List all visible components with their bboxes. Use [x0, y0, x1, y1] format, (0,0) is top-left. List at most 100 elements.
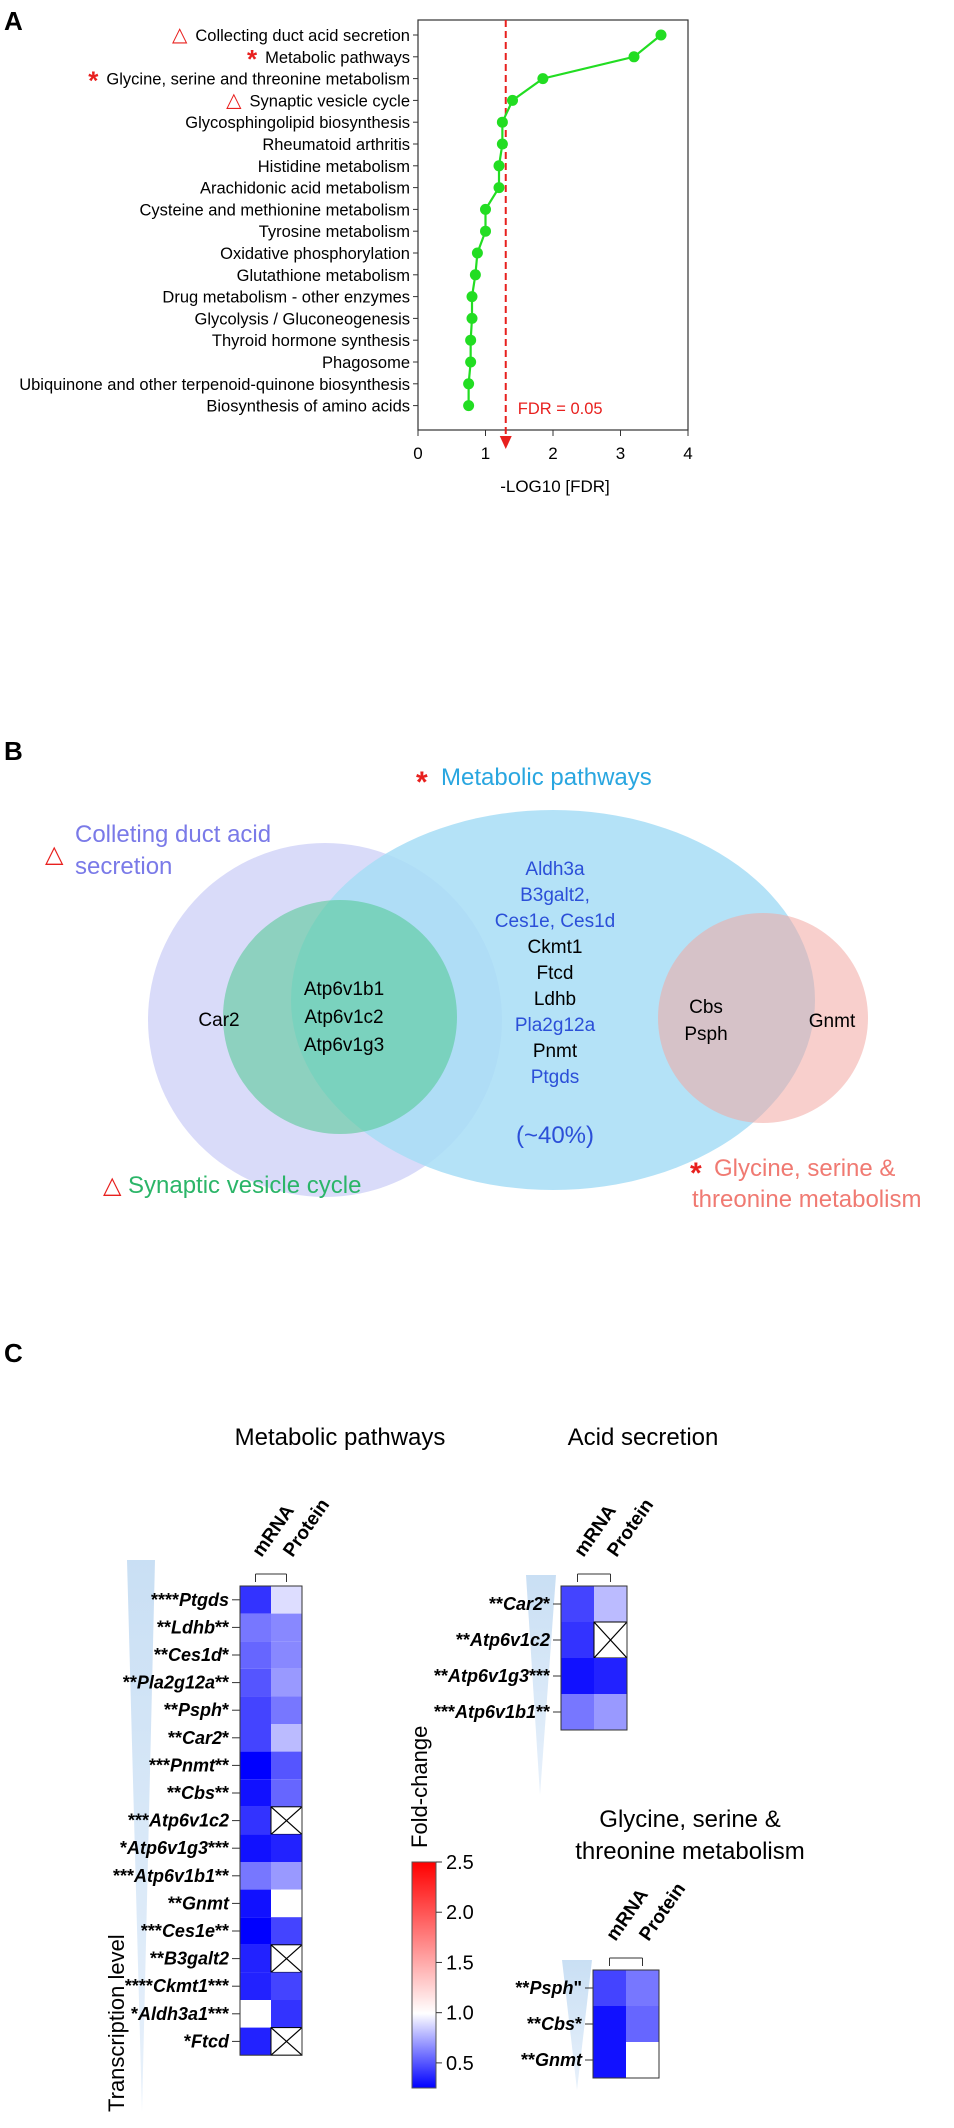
heatmap-acid: Acid secretionmRNAProtein**Car2***Atp6v1… [434, 1424, 719, 1731]
x-tick-label: 1 [481, 444, 490, 463]
heatmap-cell [240, 1668, 271, 1697]
heatmap-cell [240, 1696, 271, 1724]
data-point [507, 94, 518, 106]
heatmap-cell [271, 1668, 302, 1697]
data-point [493, 160, 505, 172]
row-label: **Atp6v1g3*** [434, 1666, 550, 1686]
row-label: **B3galt2 [150, 1949, 229, 1969]
heatmap-cell [593, 2006, 626, 2042]
category-label: Histidine metabolism [258, 158, 410, 176]
heatmap-cell [271, 1641, 302, 1669]
transcription-wedge [127, 1560, 155, 2112]
missing-cross [270, 2027, 303, 2056]
plot-frame [417, 19, 689, 431]
metabolic-gene-label: Pla2g12a [515, 1015, 596, 1036]
row-label: **Psph" [515, 1978, 582, 1998]
category-label: Synaptic vesicle cycle [250, 92, 410, 110]
heatmap-cell [240, 1613, 271, 1642]
data-point [496, 116, 508, 128]
heatmap-cell [271, 1751, 302, 1780]
colorbar-tick-label: 2.5 [446, 1852, 474, 1874]
atp-gene-label: Atp6v1g3 [304, 1035, 384, 1056]
atp-gene-label: Atp6v1b1 [304, 979, 384, 1000]
heatmap-cell [626, 2042, 659, 2078]
data-point [465, 356, 477, 368]
heatmap-cell [240, 1917, 271, 1945]
metabolic-gene-label: Ldhb [534, 989, 576, 1010]
row-label: ***Atp6v1b1** [113, 1866, 229, 1886]
category-label: Thyroid hormone synthesis [212, 332, 410, 350]
data-point [496, 138, 508, 150]
x-axis-label: -LOG10 [FDR] [500, 477, 610, 496]
heatmap-cell [271, 1862, 302, 1890]
heatmap-cell [240, 1972, 271, 2000]
synaptic-triangle-icon: △ [103, 1172, 122, 1199]
series-line [467, 34, 662, 406]
heatmap-cell [271, 1696, 302, 1724]
heatmap-cell [240, 1779, 271, 1807]
heatmap-cell [271, 1972, 302, 2000]
column-header: Protein [603, 1495, 658, 1561]
metabolic-gene-label: B3galt2, [520, 885, 590, 906]
venn-title-glycine: Glycine, serine & threonine metabolism [692, 1155, 921, 1213]
category-label: Arachidonic acid metabolism [200, 180, 410, 198]
data-point [463, 378, 475, 390]
data-point [466, 312, 478, 324]
category-label: Glycosphingolipid biosynthesis [185, 114, 410, 132]
heatmap-frame [560, 1585, 628, 1731]
threshold-label: FDR = 0.05 [518, 400, 603, 418]
colorbar-gradient [411, 1861, 437, 2089]
row-label: *Atp6v1g3*** [120, 1838, 229, 1858]
row-label: ****Ptgds [151, 1590, 229, 1610]
data-point [480, 225, 491, 237]
data-point [463, 400, 475, 412]
car2-label: Car2 [198, 1010, 239, 1031]
heatmap-cell [593, 2042, 626, 2078]
row-label: *Ftcd [184, 2031, 230, 2051]
heatmap-frame [239, 1585, 303, 2056]
colorbar-tick-label: 2.0 [446, 1902, 474, 1924]
row-label: ***Pnmt** [149, 1755, 229, 1775]
category-label: Ubiquinone and other terpenoid-quinone b… [19, 376, 410, 394]
row-label: **Ldhb** [157, 1617, 229, 1637]
heatmap-frame [592, 1969, 660, 2079]
metabolic-gene-label: Ces1e, Ces1d [495, 911, 615, 932]
heatmap-cell [561, 1694, 594, 1730]
shared-gene-label: Psph [684, 1024, 727, 1045]
heatmap-cell [626, 2006, 659, 2042]
metabolic-gene-label: Pnmt [533, 1041, 578, 1062]
threshold-arrow-icon [499, 436, 512, 449]
heatmap-cell [240, 1751, 271, 1780]
heatmap-cell [594, 1658, 627, 1694]
acid-wedge [526, 1575, 556, 1795]
venn-circle-glycine [658, 913, 868, 1123]
transcription-level-label: Transcription level [104, 1934, 129, 2112]
heatmap-cell [561, 1622, 594, 1658]
glycine-star-icon: * [690, 1157, 702, 1190]
heatmap-cell [271, 1917, 302, 1945]
colorbar-label: Fold-change [407, 1726, 432, 1848]
heatmap-title: Acid secretion [568, 1424, 719, 1451]
star-marker-icon: * [88, 66, 99, 96]
heatmap-title: threonine metabolism [575, 1838, 804, 1865]
row-label: ***Ces1e** [141, 1921, 229, 1941]
heatmap-cell [240, 1834, 271, 1862]
category-label: Oxidative phosphorylation [220, 245, 410, 263]
colorbar: Fold-change 2.52.01.51.00.5 [407, 1726, 474, 2089]
heatmap-cell [594, 1586, 627, 1622]
heatmap-title: Glycine, serine & [599, 1806, 780, 1833]
heatmap-cell [240, 1724, 271, 1752]
row-label: **Car2* [168, 1728, 229, 1748]
category-label: Rheumatoid arthritis [262, 136, 410, 154]
missing-cross [593, 1621, 628, 1659]
x-tick-label: 0 [413, 444, 422, 463]
heatmap-cell [240, 1862, 271, 1890]
colorbar-tick-label: 0.5 [446, 2053, 474, 2075]
data-point [465, 334, 477, 346]
category-label: Glycine, serine and threonine metabolism [106, 71, 410, 89]
heatmap-cell [271, 1834, 302, 1862]
x-tick-label: 2 [548, 444, 557, 463]
heatmap-cell [240, 1806, 271, 1835]
